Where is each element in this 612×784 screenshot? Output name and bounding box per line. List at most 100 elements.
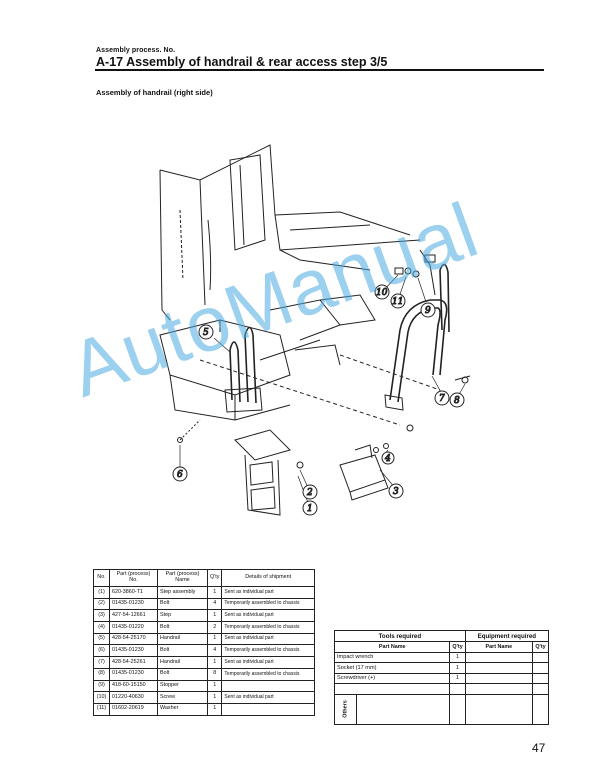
callout-5: 5 bbox=[198, 324, 214, 340]
svg-text:1: 1 bbox=[307, 504, 313, 514]
parts-qty-cell: 1 bbox=[206, 632, 223, 646]
page-number: 47 bbox=[532, 741, 546, 755]
parts-part-no-cell: 428-54-25261 bbox=[109, 656, 158, 669]
parts-part-no-cell: 01602-20619 bbox=[109, 702, 158, 716]
step-bracket-drawing bbox=[339, 443, 389, 501]
parts-part-no-cell: 428-54-25170 bbox=[109, 632, 158, 646]
parts-part-no-cell: 01435-01230 bbox=[109, 644, 158, 658]
parts-qty-cell: 1 bbox=[206, 702, 223, 716]
callout-1: 1 bbox=[302, 500, 318, 516]
tools-row: Screwdriver (+)1 bbox=[333, 672, 549, 684]
parts-qty-cell: 1 bbox=[206, 691, 223, 704]
parts-no-cell: (8) bbox=[93, 667, 110, 681]
parts-no-cell: (7) bbox=[93, 656, 110, 669]
callout-3: 3 bbox=[388, 483, 404, 499]
svg-text:4: 4 bbox=[384, 454, 391, 464]
parts-name-cell: Stopper bbox=[157, 679, 208, 693]
lower-step-drawing bbox=[177, 419, 304, 516]
tool-name-cell: Socket (17 mm) bbox=[333, 662, 451, 674]
equipment-qty-header: Q'ty bbox=[532, 641, 549, 653]
handrail-left-drawing bbox=[224, 326, 263, 413]
parts-part-no-cell: 427-54-12661 bbox=[109, 609, 158, 623]
tools-part-name-header: Part Name bbox=[333, 641, 451, 653]
tool-name-cell: Screwdriver (+) bbox=[333, 672, 451, 684]
callout-6: 6 bbox=[172, 466, 188, 482]
parts-no-cell: (5) bbox=[93, 632, 110, 646]
tool-qty-cell: 1 bbox=[449, 662, 466, 674]
svg-text:8: 8 bbox=[454, 396, 460, 406]
parts-detail-cell: Temporarily assembled to chassis bbox=[221, 621, 315, 634]
parts-part-no-cell: 01435-01220 bbox=[109, 621, 158, 634]
tools-required-header: Tools required bbox=[334, 630, 466, 642]
page-title: A-17 Assembly of handrail & rear access … bbox=[96, 55, 388, 69]
svg-text:10: 10 bbox=[376, 288, 388, 298]
equipment-name-cell bbox=[464, 672, 534, 684]
cab-body-drawing bbox=[159, 144, 441, 426]
parts-qty-cell: 8 bbox=[206, 667, 223, 681]
tools-column-header-row: Part Name Q'ty Part Name Q'ty bbox=[333, 641, 549, 653]
tools-group-header-row: Tools required Equipment required bbox=[334, 630, 550, 642]
tool-qty-cell: 1 bbox=[449, 672, 466, 684]
parts-name-cell: Washer bbox=[157, 702, 208, 716]
callout-7: 7 bbox=[434, 390, 450, 406]
equipment-part-name-header: Part Name bbox=[464, 641, 534, 653]
svg-text:3: 3 bbox=[393, 487, 399, 497]
svg-text:6: 6 bbox=[177, 470, 183, 480]
parts-detail-cell: Temporarily assembled to chassis bbox=[221, 667, 315, 681]
parts-part-no-cell: 01435-01230 bbox=[109, 597, 158, 611]
parts-part-no-cell: 01220-40630 bbox=[109, 691, 158, 704]
parts-no-cell: (1) bbox=[93, 586, 110, 599]
header-no: No. bbox=[93, 569, 110, 587]
header-part-no: Part (process) No. bbox=[109, 569, 158, 587]
tool-name-cell: Impact wrench bbox=[333, 651, 451, 663]
parts-name-cell: Step assembly bbox=[157, 586, 208, 599]
header-qty: Q'ty bbox=[206, 569, 223, 587]
parts-qty-cell: 2 bbox=[206, 621, 223, 634]
parts-detail-cell: Sent as individual part bbox=[221, 586, 315, 599]
svg-text:11: 11 bbox=[392, 297, 403, 307]
svg-text:5: 5 bbox=[203, 328, 209, 338]
parts-part-no-cell: 418-60-15150 bbox=[109, 679, 158, 693]
tools-blank-row bbox=[333, 683, 549, 695]
parts-detail-cell: Temporarily assembled to chassis bbox=[221, 597, 315, 611]
parts-detail-cell: Sent as individual part bbox=[221, 632, 315, 646]
others-label-cell: Others bbox=[333, 693, 358, 725]
parts-name-cell: Handrail bbox=[157, 656, 208, 669]
parts-qty-cell: 1 bbox=[206, 586, 223, 599]
parts-table-header-row: No. Part (process) No. Part (process) Na… bbox=[93, 569, 315, 587]
parts-name-cell: Bolt bbox=[157, 644, 208, 658]
section-title: Assembly of handrail (right side) bbox=[96, 88, 213, 97]
handrail-assembly-diagram: 5 6 2 1 3 4 7 8 9 10 11 bbox=[159, 144, 471, 516]
callout-11: 11 bbox=[390, 293, 406, 309]
tool-qty-cell: 1 bbox=[449, 651, 466, 663]
tools-table: Tools required Equipment required Part N… bbox=[333, 630, 550, 725]
handrail-right-drawing bbox=[384, 249, 450, 411]
parts-qty-cell: 1 bbox=[206, 656, 223, 669]
parts-detail-cell: Sent as individual part bbox=[221, 691, 315, 704]
parts-qty-cell: 4 bbox=[206, 597, 223, 611]
title-divider bbox=[95, 69, 544, 71]
callout-4: 4 bbox=[381, 451, 395, 465]
tools-qty-header: Q'ty bbox=[449, 641, 466, 653]
parts-qty-cell: 4 bbox=[206, 644, 223, 658]
bolt-hardware-drawing bbox=[394, 254, 471, 432]
parts-detail-cell bbox=[221, 702, 315, 716]
tools-row: Socket (17 mm)1 bbox=[333, 662, 549, 674]
parts-table: No. Part (process) No. Part (process) Na… bbox=[93, 569, 315, 716]
parts-name-cell: Bolt bbox=[157, 597, 208, 611]
callout-9: 9 bbox=[420, 302, 436, 318]
parts-detail-cell: Sent as individual part bbox=[221, 609, 315, 623]
parts-detail-cell: Temporarily assembled to chassis bbox=[221, 644, 315, 658]
parts-no-cell: (10) bbox=[93, 691, 110, 704]
parts-qty-cell: 1 bbox=[206, 609, 223, 623]
parts-no-cell: (2) bbox=[93, 597, 110, 611]
tools-others-row: Others bbox=[333, 693, 549, 725]
